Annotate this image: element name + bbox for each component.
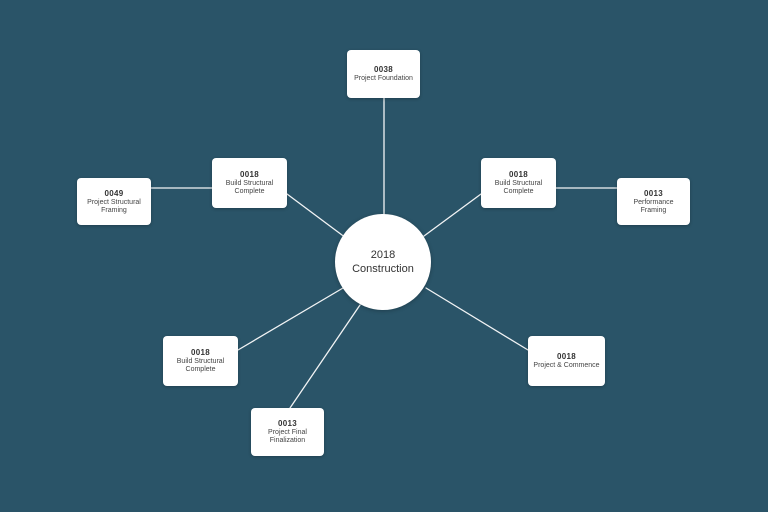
node-code: 0018	[240, 170, 259, 179]
link-center-lower-right	[425, 287, 529, 351]
node-label: Build Structural Complete	[494, 180, 543, 195]
node-code: 0013	[644, 188, 663, 198]
node-label: Project Structural Framing	[87, 198, 141, 214]
center-node-code: 2018	[370, 249, 396, 261]
node-label: Project & Commence	[533, 362, 600, 369]
node-code: 0018	[509, 170, 528, 179]
node-label: Build Structural Complete	[225, 180, 274, 195]
center-node-label: Construction	[352, 263, 414, 275]
node-upper-right: 0018 Build Structural Complete	[481, 158, 556, 208]
node-code: 0038	[374, 65, 393, 74]
node-label: Project Foundation	[354, 75, 413, 82]
node-label: Build Structural Complete	[176, 358, 225, 373]
node-code: 0018	[191, 348, 210, 357]
node-top: 0038 Project Foundation	[347, 50, 420, 98]
link-center-lower-left	[237, 287, 344, 351]
node-label: Project Final Finalization	[268, 429, 307, 444]
node-code: 0049	[104, 188, 124, 198]
node-upper-left: 0018 Build Structural Complete	[212, 158, 287, 208]
link-center-upper-right	[423, 193, 482, 237]
node-lower-right: 0018 Project & Commence	[528, 336, 605, 386]
link-center-upper-left	[286, 193, 347, 239]
node-code: 0018	[557, 352, 576, 361]
node-far-right: 0013 Performance Framing	[617, 178, 690, 225]
node-lower-left: 0018 Build Structural Complete	[163, 336, 238, 386]
node-label: Performance Framing	[633, 198, 674, 214]
center-node: 2018 Construction	[335, 214, 431, 310]
node-far-left: 0049 Project Structural Framing	[77, 178, 151, 225]
link-center-bottom	[289, 304, 361, 409]
node-bottom: 0013 Project Final Finalization	[251, 408, 324, 456]
node-code: 0013	[278, 419, 297, 428]
